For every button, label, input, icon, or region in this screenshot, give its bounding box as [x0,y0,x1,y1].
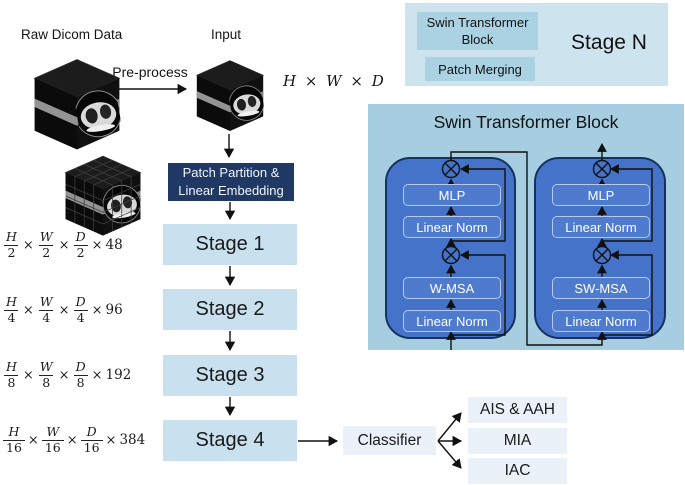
residual-add-icons [441,159,612,265]
preprocess-label: Pre-process [112,64,188,80]
raw-dicom-label: Raw Dicom Data [21,27,123,42]
circled-times-icon [592,245,612,265]
input-label: Input [211,27,242,42]
patch-embed-line1: Patch Partition & [182,165,280,180]
patch-partition-embedding-box: Patch Partition & Linear Embedding [168,163,294,201]
right-mlp-box: MLP [552,184,650,206]
circled-times-icon [441,159,461,179]
stage-2-box: Stage 2 [163,289,297,330]
stage-3-box: Stage 3 [163,355,297,396]
right-linear-norm-bottom: Linear Norm [552,310,650,332]
ct-volume-cube-input [195,60,265,132]
stage-n-patch-merging: Patch Merging [425,57,535,81]
sw-msa-box: SW-MSA [552,277,650,299]
left-mlp-box: MLP [403,184,501,206]
classifier-box: Classifier [343,426,436,455]
classifier-to-iac-arrow [437,440,462,469]
w-msa-box: W-MSA [403,277,501,299]
panel-connectors [446,143,653,350]
output-ais-aah-box: AIS & AAH [468,397,567,423]
left-linear-norm-top: Linear Norm [403,216,501,238]
ct-slice-image [228,85,265,121]
circled-times-icon [592,159,612,179]
classifier-to-ais-arrow [437,412,462,442]
stage-n-title: Stage N [571,31,647,54]
stage-n-legend-box: Swin Transformer Block Patch Merging Sta… [405,3,668,86]
swin-transformer-panel: Swin Transformer Block MLP Linear Norm W… [368,104,684,350]
stage-1-box: Stage 1 [163,224,297,265]
circled-times-icon [441,245,461,265]
stage-4-box: Stage 4 [163,420,297,461]
left-linear-norm-bottom: Linear Norm [403,310,501,332]
input-dimensions-label: H × W × D [283,72,386,90]
output-iac-box: IAC [468,458,567,484]
patch-embed-line2: Linear Embedding [178,183,284,198]
ct-volume-cube-raw [33,59,122,150]
ct-slice-image [74,90,122,138]
right-linear-norm-top: Linear Norm [552,216,650,238]
ct-volume-cube-patched [64,155,142,236]
patch-grid-lines [65,159,141,232]
output-mia-box: MIA [468,428,567,454]
swin-panel-title: Swin Transformer Block [433,112,619,132]
stage-n-swin-block: Swin Transformer Block [417,12,538,50]
